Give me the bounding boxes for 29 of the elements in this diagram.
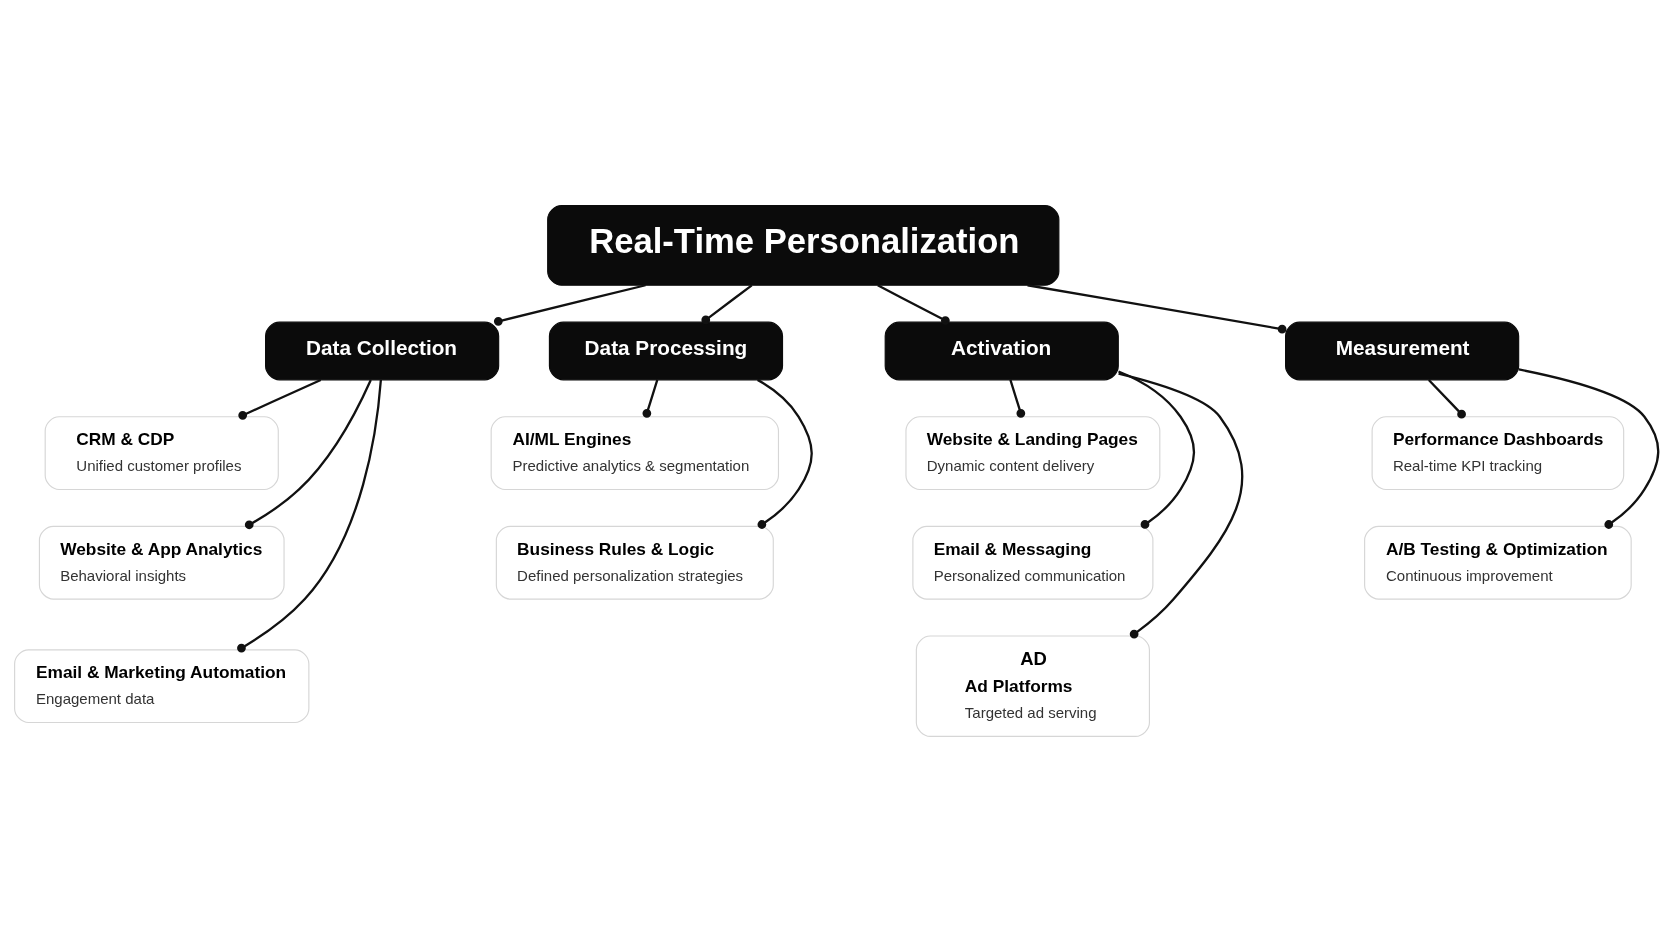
connector xyxy=(876,283,950,325)
connector xyxy=(1117,372,1243,638)
connector xyxy=(244,378,372,529)
node-box: A/B Testing & Optimization Continuous improvement xyxy=(1363,525,1632,600)
node-box: CRM & CDP Unified customer profiles xyxy=(44,415,279,490)
connector xyxy=(700,283,752,324)
connector xyxy=(1008,379,1025,418)
node-box: Activation xyxy=(884,321,1119,380)
node-box: Real-Time Personalization xyxy=(546,204,1059,286)
node-box: Website & App Analytics Behavioral insights xyxy=(38,525,285,600)
connector xyxy=(756,378,813,529)
node-box: Website & Landing Pages Dynamic content delivery xyxy=(904,415,1160,490)
connector xyxy=(641,379,658,418)
connector xyxy=(1427,378,1466,418)
node-box: Performance Dashboards Real-time KPI tracking xyxy=(1371,415,1624,490)
connector xyxy=(1026,283,1286,334)
node-box: Measurement xyxy=(1284,321,1519,380)
connector xyxy=(493,283,646,326)
node-box: Email & Messaging Personalized communication xyxy=(911,525,1153,600)
connector xyxy=(1518,367,1659,529)
connector xyxy=(1117,369,1195,529)
connector xyxy=(237,378,321,420)
node-box: AI/ML Engines Predictive analytics & segmentation xyxy=(490,415,779,490)
node-box: Data Collection xyxy=(264,321,499,380)
connector xyxy=(236,379,382,652)
node-box: Data Processing xyxy=(548,321,783,380)
node-box: AD Ad Platforms Targeted ad serving xyxy=(915,634,1150,737)
node-box: Business Rules & Logic Defined personalization strategies xyxy=(495,525,774,600)
node-box: Email & Marketing Automation Engagement data xyxy=(13,648,309,723)
